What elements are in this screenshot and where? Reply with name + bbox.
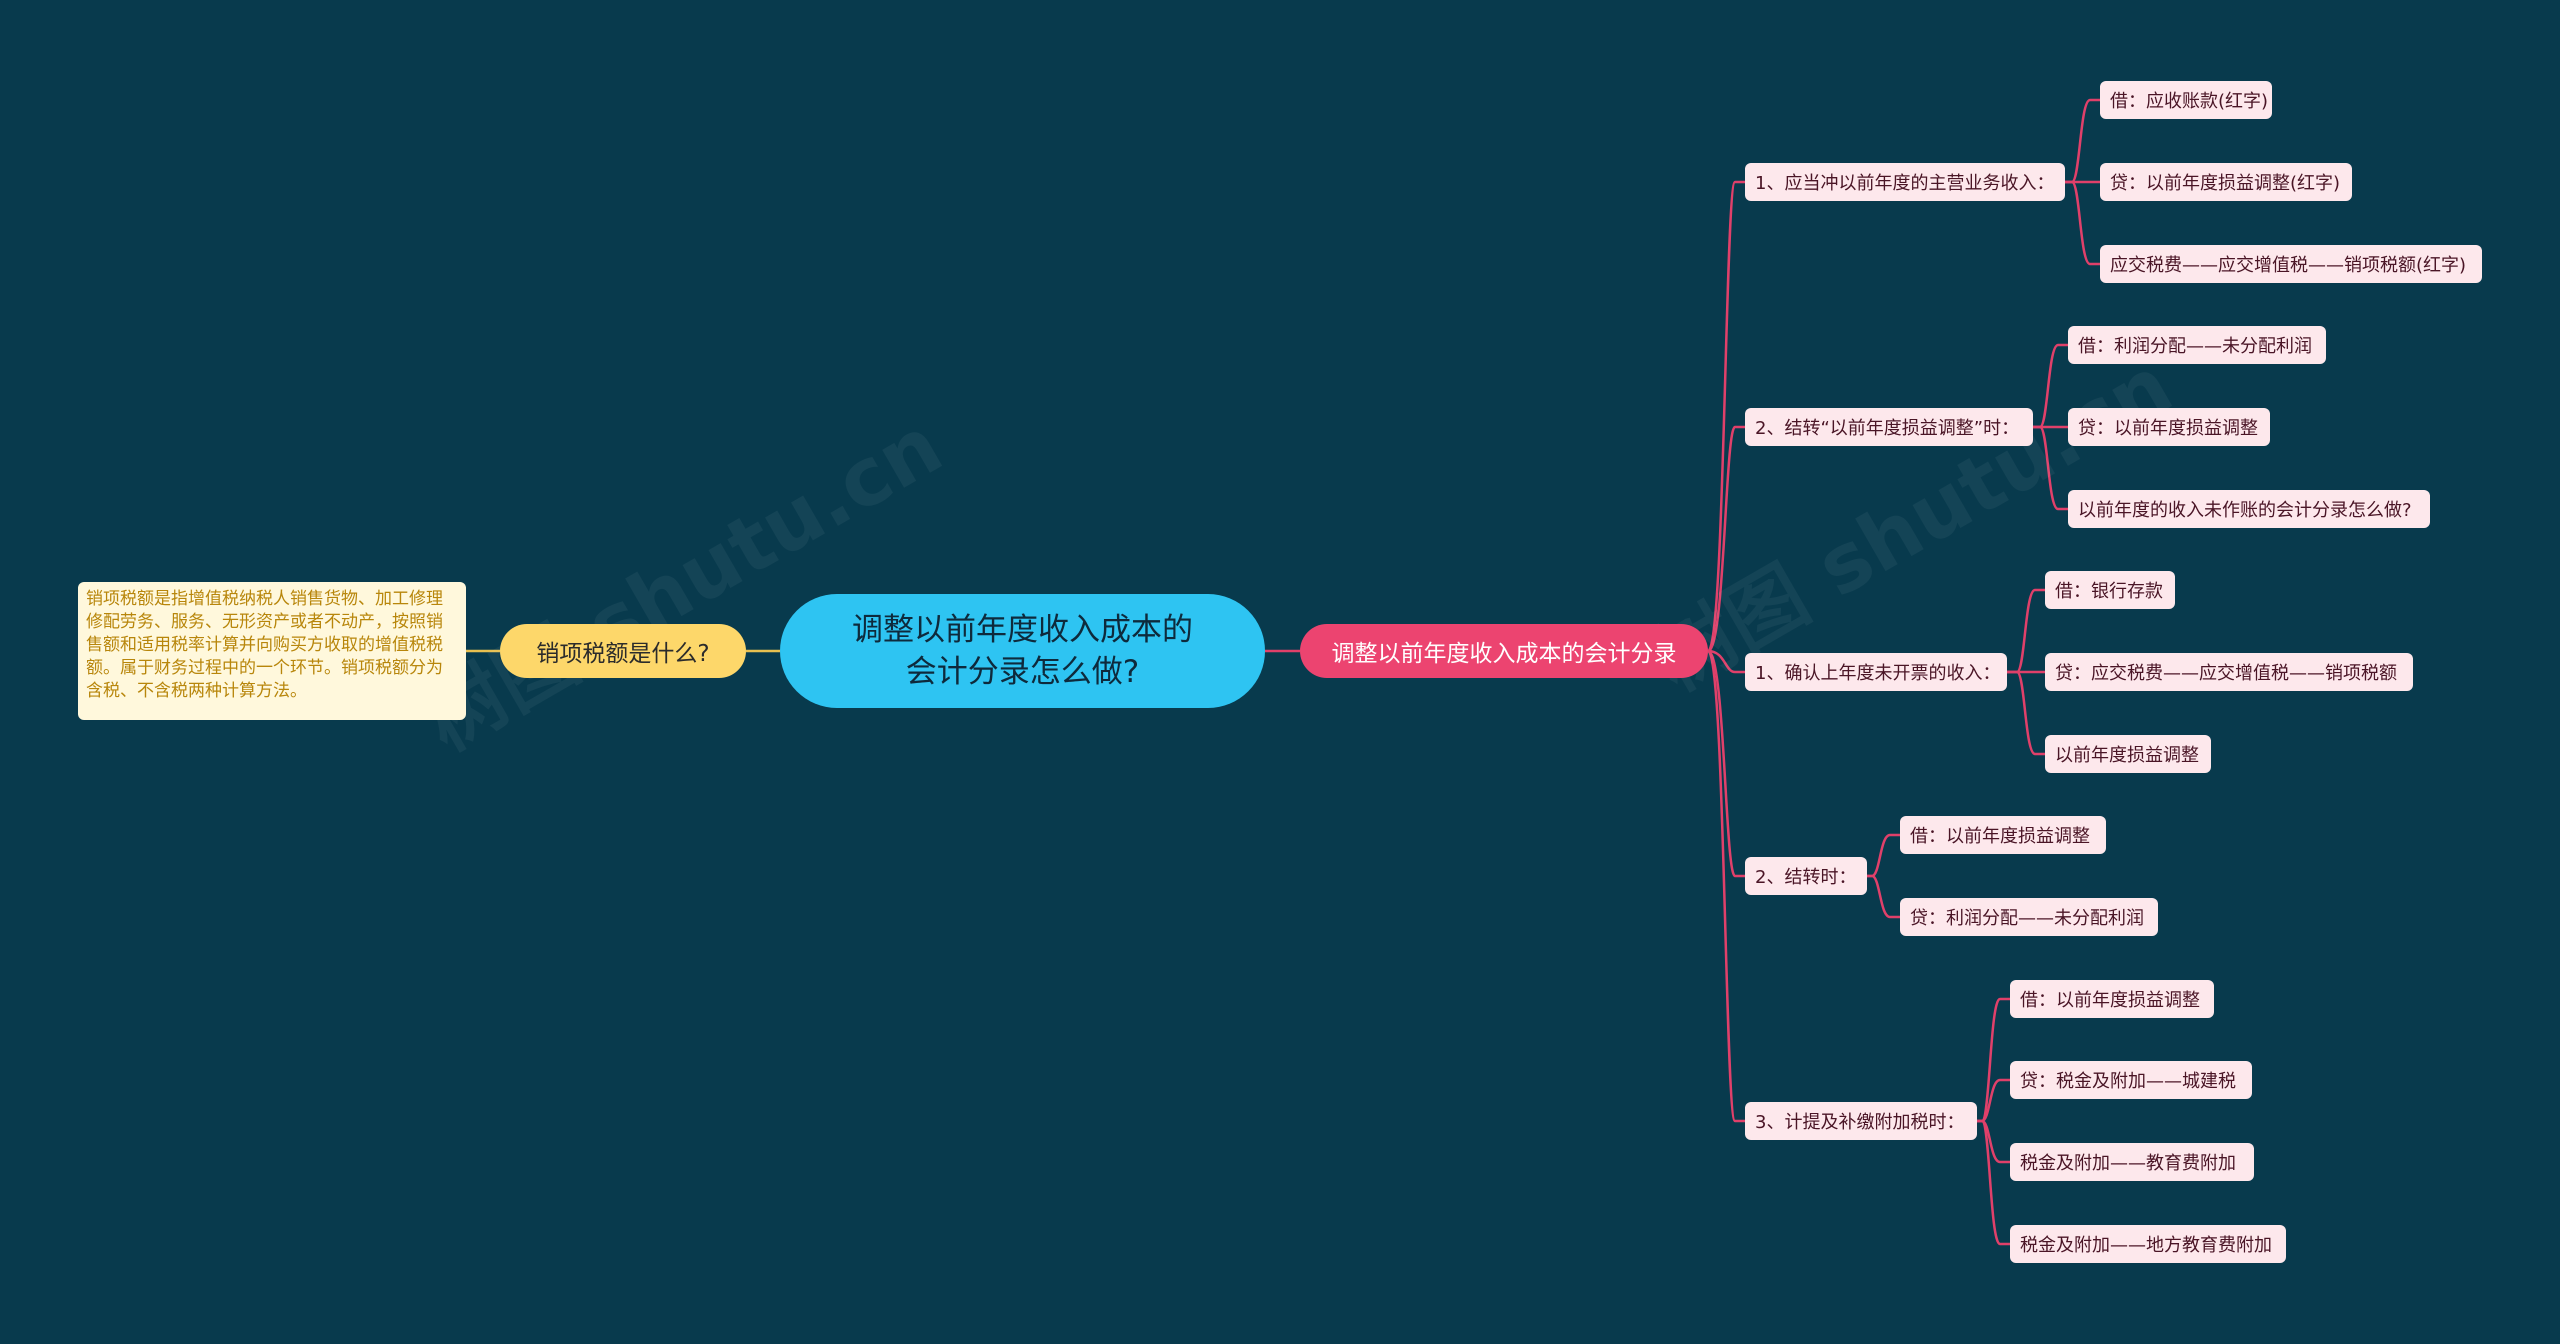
link-item-5-1 [1977,997,2010,1123]
link-item-1-3 [2065,180,2100,266]
link-group-3 [1707,649,1745,674]
entry-item-1-2[interactable]: 贷：以前年度损益调整(红字) [2100,163,2352,201]
link-item-5-2 [1977,1078,2010,1123]
entry-item-5-3[interactable]: 税金及附加——教育费附加 [2010,1143,2254,1181]
entry-item-3-3[interactable]: 以前年度损益调整 [2045,735,2211,773]
link-item-5-4 [1977,1119,2010,1246]
link-item-1-1 [2065,98,2100,184]
link-group-5 [1706,649,1745,1123]
topic-journal-entries[interactable]: 调整以前年度收入成本的会计分录 [1300,624,1708,678]
entry-group-1[interactable]: 1、应当冲以前年度的主营业务收入： [1745,163,2065,201]
entry-group-2[interactable]: 2、结转“以前年度损益调整”时： [1745,408,2033,446]
link-group-1 [1706,180,1745,653]
entry-item-2-3[interactable]: 以前年度的收入未作账的会计分录怎么做? [2068,490,2430,528]
entry-item-4-2[interactable]: 贷：利润分配——未分配利润 [1900,898,2158,936]
entry-item-1-1[interactable]: 借：应收账款(红字) [2100,81,2272,119]
link-item-4-1 [1867,833,1900,878]
link-item-3-1 [2007,588,2045,674]
entry-item-1-3[interactable]: 应交税费——应交增值税——销项税额(红字) [2100,245,2482,283]
link-item-2-3 [2033,425,2068,511]
link-item-4-2 [1867,874,1900,919]
entry-group-3[interactable]: 1、确认上年度未开票的收入： [1745,653,2007,691]
link-item-2-1 [2033,343,2068,429]
entry-group-5[interactable]: 3、计提及补缴附加税时： [1745,1102,1977,1140]
central-topic[interactable]: 调整以前年度收入成本的会计分录怎么做? [780,594,1265,708]
entry-item-5-2[interactable]: 贷：税金及附加——城建税 [2010,1061,2252,1099]
entry-item-5-1[interactable]: 借：以前年度损益调整 [2010,980,2214,1018]
entry-item-3-1[interactable]: 借：银行存款 [2045,571,2175,609]
entry-group-4[interactable]: 2、结转时： [1745,857,1867,895]
link-group-4 [1706,649,1745,878]
entry-item-5-4[interactable]: 税金及附加——地方教育费附加 [2010,1225,2286,1263]
entry-item-2-2[interactable]: 贷：以前年度损益调整 [2068,408,2270,446]
entry-item-2-1[interactable]: 借：利润分配——未分配利润 [2068,326,2326,364]
link-group-2 [1706,425,1745,653]
entry-item-3-2[interactable]: 贷：应交税费——应交增值税——销项税额 [2045,653,2413,691]
definition-note: 销项税额是指增值税纳税人销售货物、加工修理修配劳务、服务、无形资产或者不动产，按… [78,582,466,720]
link-item-5-3 [1977,1119,2010,1164]
entry-item-4-1[interactable]: 借：以前年度损益调整 [1900,816,2106,854]
topic-vat-output[interactable]: 销项税额是什么? [500,624,746,678]
link-item-3-3 [2007,670,2045,756]
